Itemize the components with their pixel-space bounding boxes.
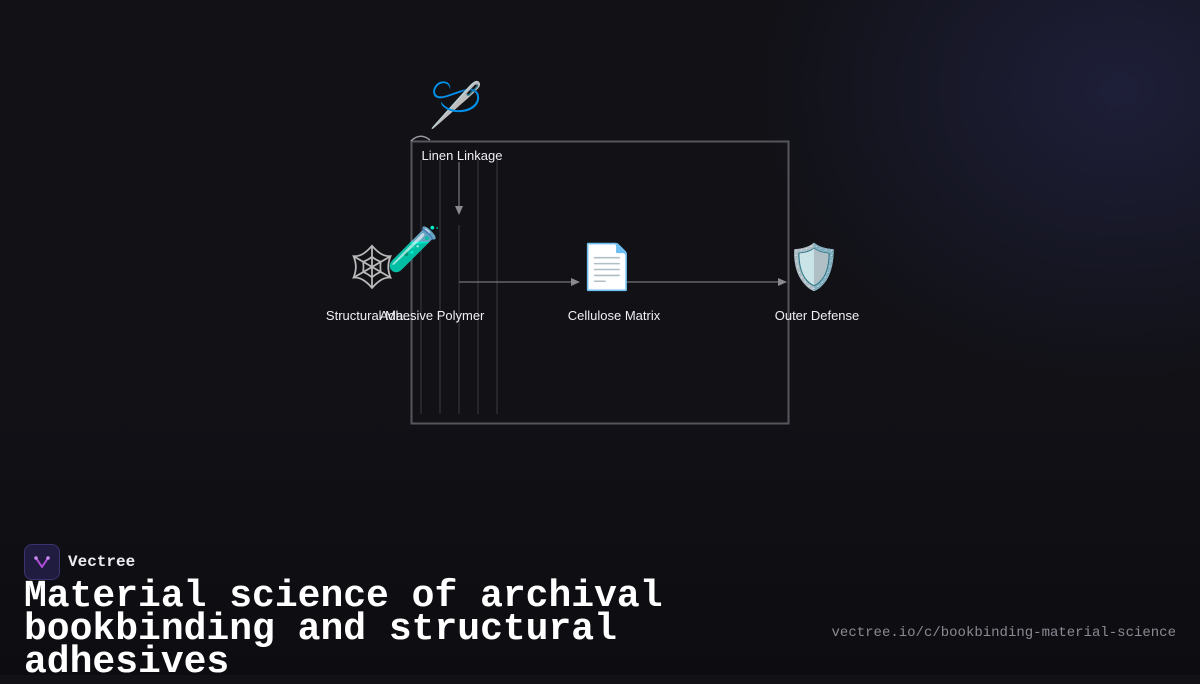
brand: Vectree [24,544,135,580]
node-label-adhesive-polymer[interactable]: Adhesive Polymer [379,308,485,323]
document-icon: 📄 [579,242,635,293]
needle-thread-icon: 🪡 [428,80,484,131]
shield-icon: 🛡️ [786,242,842,293]
brand-name: Vectree [68,553,136,571]
frame-rails [420,160,498,414]
node-label-outer-defense[interactable]: Outer Defense [774,308,860,323]
source-url[interactable]: vectree.io/c/bookbinding-material-scienc… [831,625,1176,641]
page-title: Material science of archival bookbinding… [24,575,663,684]
group-frame [410,140,790,425]
thread-loop [410,135,431,142]
node-label-linen-linkage[interactable]: Linen Linkage [421,148,503,163]
test-tube-icon: 🧪 [386,224,442,275]
vectree-logo-icon [24,544,60,580]
node-label-structural[interactable]: Structural Ma... [325,308,415,323]
spider-web-icon: 🕸 [344,242,400,293]
node-label-cellulose-matrix[interactable]: Cellulose Matrix [567,308,661,323]
